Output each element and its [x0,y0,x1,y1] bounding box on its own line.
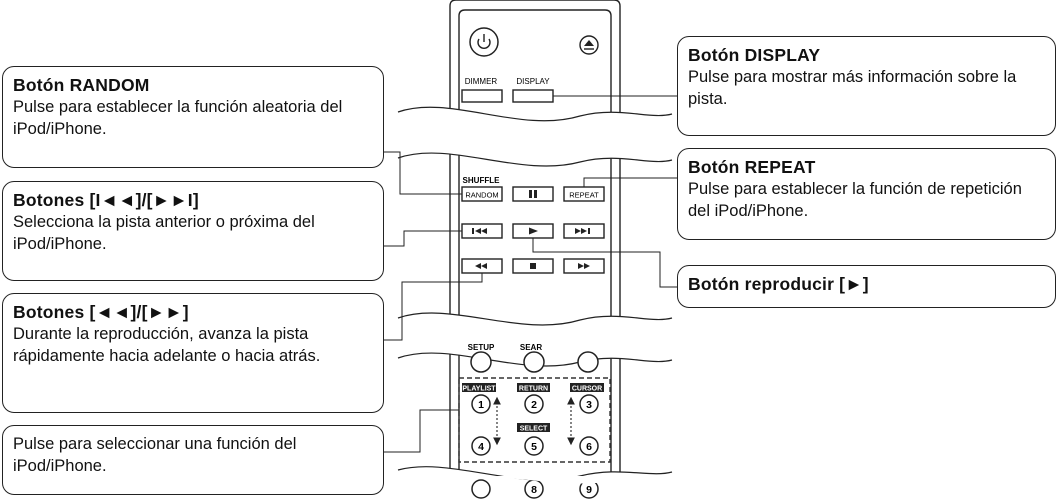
search-callout-title: Botones [◄◄]/[►►] [13,302,189,322]
number-2-button[interactable]: 2 [524,394,544,414]
random-button[interactable]: RANDOM [461,186,503,202]
numeric-callout: Pulse para seleccionar una función del i… [2,425,384,495]
search-callout: Botones [◄◄]/[►►] Durante la reproducció… [2,293,384,413]
numeric-callout-text: Pulse para seleccionar una función del i… [13,435,297,475]
select-label: SELECT [520,426,548,433]
display-label: DISPLAY [516,77,550,86]
leader-random [384,151,462,195]
skip-forward-button[interactable] [563,223,605,239]
skip-back-icon [472,228,487,234]
play-callout-title: Botón reproducir [►] [688,274,869,294]
cursor-arrows-right [567,396,575,446]
rewind-icon [475,263,487,269]
display-callout-title: Botón DISPLAY [688,45,821,65]
fast-forward-icon [578,263,590,269]
eject-button[interactable] [579,35,599,55]
number-1-button[interactable]: 1 [471,394,491,414]
repeat-callout-text: Pulse para establecer la función de repe… [688,180,1022,220]
number-5-button[interactable]: 5 [524,436,544,456]
number-8-button[interactable]: 8 [524,479,544,499]
play-icon [529,227,538,235]
number-6-label: 6 [586,441,592,453]
skip-forward-icon [575,228,590,234]
search-callout-text: Durante la reproducción, avanza la pista… [13,325,321,365]
power-button[interactable] [469,27,499,57]
cursor-label: CURSOR [572,386,602,393]
number-7-button[interactable] [471,479,491,499]
display-callout-text: Pulse para mostrar más información sobre… [688,68,1017,108]
number-5-label: 5 [531,441,537,453]
random-callout-text: Pulse para establecer la función aleator… [13,98,343,138]
search-label: SEAR [520,343,542,352]
rewind-button[interactable] [461,258,503,274]
random-label: RANDOM [465,191,498,200]
pause-icon [529,190,532,198]
random-callout: Botón RANDOM Pulse para establecer la fu… [2,66,384,168]
leader-numeric [384,409,459,453]
shuffle-label: SHUFFLE [463,176,501,185]
repeat-callout-title: Botón REPEAT [688,157,816,177]
number-2-label: 2 [531,399,537,411]
eject-icon [584,40,594,46]
select-tag: SELECT [517,423,550,433]
repeat-button[interactable]: REPEAT [563,186,605,202]
random-callout-title: Botón RANDOM [13,75,150,95]
return-tag: RETURN [517,383,550,393]
dimmer-label: DIMMER [465,77,498,86]
skip-callout: Botones [I◄◄]/[►►I] Selecciona la pista … [2,181,384,281]
return-label: RETURN [519,386,548,393]
playlist-label: PLAYLIST [462,386,496,393]
number-1-label: 1 [478,399,484,411]
number-6-button[interactable]: 6 [579,436,599,456]
dimmer-button[interactable] [461,89,503,103]
skip-callout-title: Botones [I◄◄]/[►►I] [13,190,199,210]
break-band-1 [397,106,673,167]
repeat-callout: Botón REPEAT Pulse para establecer la fu… [677,148,1056,240]
leader-skip [384,230,462,247]
setup-label: SETUP [468,343,495,352]
leader-play [532,238,677,288]
playlist-tag: PLAYLIST [462,383,496,393]
play-button[interactable] [512,223,554,239]
number-8-label: 8 [531,484,537,496]
stop-button[interactable] [512,258,554,274]
display-button[interactable] [512,89,554,103]
search-button[interactable] [523,351,545,373]
skip-back-button[interactable] [461,223,503,239]
top-right-round-button[interactable] [577,351,599,373]
cursor-arrows-left [493,396,501,446]
cursor-tag: CURSOR [570,383,604,393]
number-3-label: 3 [586,399,592,411]
stop-icon [530,263,536,269]
number-4-label: 4 [478,441,484,453]
number-9-label: 9 [586,484,592,496]
display-callout: Botón DISPLAY Pulse para mostrar más inf… [677,36,1056,136]
skip-callout-text: Selecciona la pista anterior o próxima d… [13,213,315,253]
number-3-button[interactable]: 3 [579,394,599,414]
pause-button[interactable] [512,186,554,202]
keypad-dashed-outline [458,377,611,463]
setup-button[interactable] [470,351,492,373]
repeat-label: REPEAT [569,191,599,200]
leader-lines [384,95,677,453]
play-callout: Botón reproducir [►] [677,265,1056,308]
number-4-button[interactable]: 4 [471,436,491,456]
fast-forward-button[interactable] [563,258,605,274]
leader-search [384,273,483,341]
leader-repeat [583,177,677,187]
power-icon [477,38,491,49]
